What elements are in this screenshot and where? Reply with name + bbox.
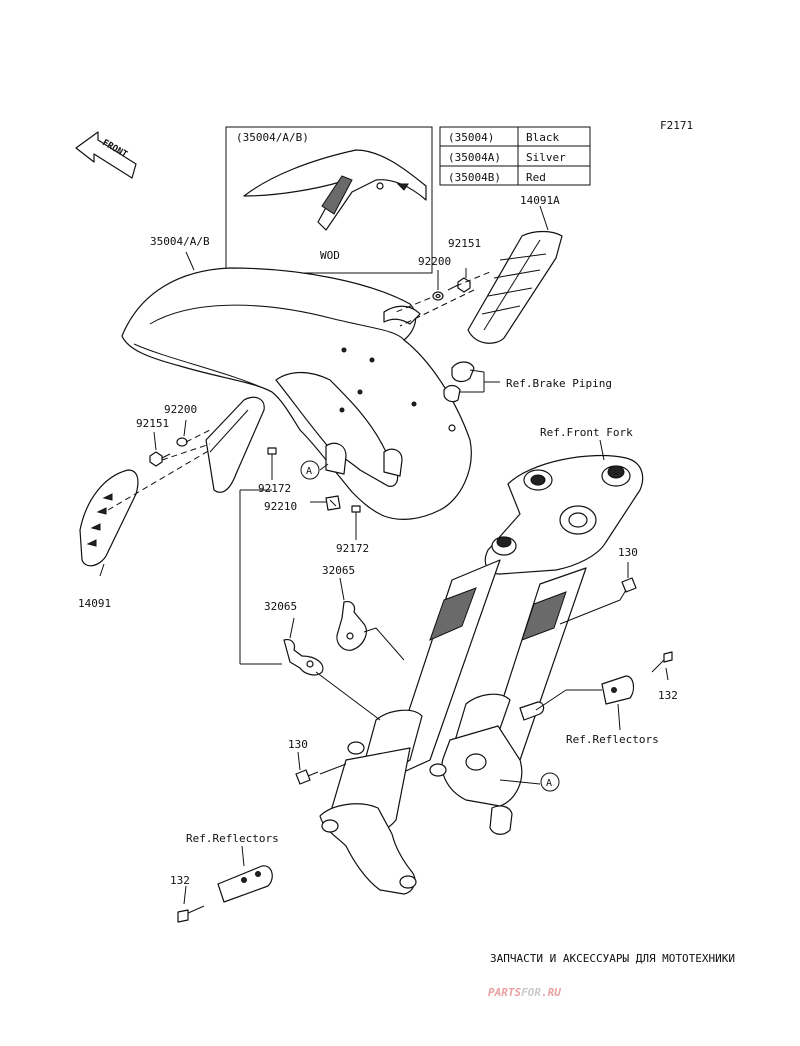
watermark-brand: PARTSFOR.RU [488, 986, 561, 999]
svg-text:A: A [306, 466, 312, 477]
figure-id: F2171 [660, 119, 693, 132]
inset-box: (35004/A/B) WOD [225, 126, 433, 274]
washer-92200-left [176, 437, 188, 447]
color-name-3: Red [526, 171, 546, 184]
front-arrow-icon: FRONT [75, 131, 137, 179]
washer-92200-top [432, 291, 444, 301]
label-92172-b: 92172 [336, 542, 369, 555]
label-132-right: 132 [658, 689, 678, 702]
label-92151-top: 92151 [448, 237, 481, 250]
bolt-132-right [651, 651, 673, 673]
label-ref-reflectors-left: Ref.Reflectors [186, 832, 279, 845]
label-32065-b: 32065 [264, 600, 297, 613]
label-132-left: 132 [170, 874, 190, 887]
label-ref-front-fork: Ref.Front Fork [540, 426, 633, 439]
color-table: (35004) Black (35004A) Silver (35004B) R… [439, 126, 591, 186]
watermark-tagline: ЗАПЧАСТИ И АКСЕССУАРЫ ДЛЯ МОТОТЕХНИКИ [490, 952, 735, 965]
bolt-130-left [295, 769, 319, 785]
label-ref-reflectors-right: Ref.Reflectors [566, 733, 659, 746]
watermark: ЗАПЧАСТИ И АКСЕССУАРЫ ДЛЯ МОТОТЕХНИКИ PA… [488, 952, 735, 999]
label-ref-brake-piping: Ref.Brake Piping [506, 377, 612, 390]
marker-a-lower: A [540, 772, 560, 792]
label-130-left: 130 [288, 738, 308, 751]
inset-title: (35004/A/B) [236, 131, 309, 144]
side-cover-left [79, 469, 139, 567]
label-14091A: 14091A [520, 194, 560, 207]
fastener-92151-left [149, 451, 171, 467]
reflector-bracket-left [217, 865, 273, 903]
color-name-1: Black [526, 131, 559, 144]
inset-caption: WOD [320, 249, 340, 262]
label-92210: 92210 [264, 500, 297, 513]
svg-text:A: A [546, 778, 552, 789]
color-code-3: (35004B) [448, 171, 501, 184]
label-32065-a: 32065 [322, 564, 355, 577]
front-fork-assembly [319, 454, 644, 895]
reflector-bracket-right [601, 675, 635, 705]
leader-lines [99, 205, 669, 905]
fastener-92172-a [267, 447, 277, 464]
marker-a-upper: A [300, 460, 320, 480]
bracket-32065-a [336, 601, 367, 651]
bolt-130-right [619, 577, 637, 601]
label-14091: 14091 [78, 597, 111, 610]
color-name-2: Silver [526, 151, 566, 164]
label-92172-a: 92172 [258, 482, 291, 495]
front-fender [121, 267, 472, 520]
brake-piping-clamps [443, 361, 475, 403]
inset-fender-drawing [243, 149, 427, 231]
label-35004: 35004/A/B [150, 235, 210, 248]
color-code-2: (35004A) [448, 151, 501, 164]
label-130-right: 130 [618, 546, 638, 559]
fender-inner-bracket [205, 396, 265, 493]
side-cover-right [467, 230, 563, 344]
fastener-92172-b [351, 505, 361, 520]
label-92151-left: 92151 [136, 417, 169, 430]
label-92200-top: 92200 [418, 255, 451, 268]
color-code-1: (35004) [448, 131, 494, 144]
nut-92210 [325, 495, 341, 511]
bolt-132-left [177, 905, 205, 923]
bracket-32065-b [283, 639, 324, 676]
label-92200-left: 92200 [164, 403, 197, 416]
